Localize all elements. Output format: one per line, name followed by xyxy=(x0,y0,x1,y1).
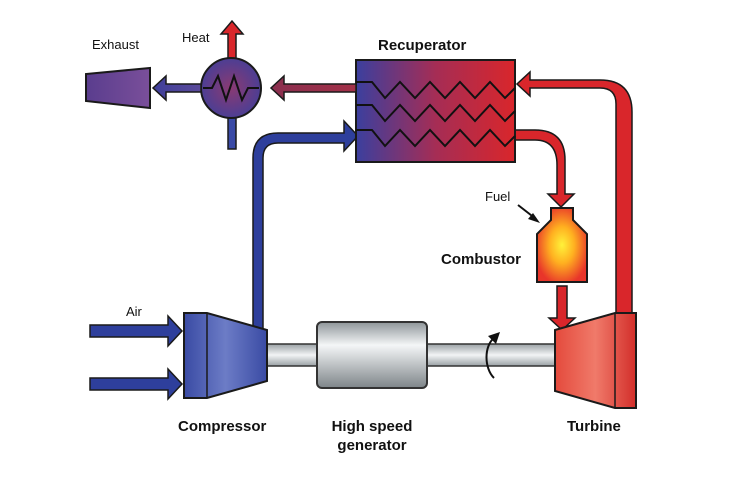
fuel-label: Fuel xyxy=(485,189,510,204)
high-speed-generator xyxy=(316,321,428,389)
heat-to-exhaust-arrow xyxy=(151,74,202,102)
preheated-air-duct xyxy=(514,129,576,209)
rotation-arrowhead xyxy=(488,332,500,344)
turbine-label: Turbine xyxy=(567,418,621,435)
combustor-label: Combustor xyxy=(441,251,521,268)
combustor-to-turbine-arrow xyxy=(547,285,577,332)
water-inlet-stem xyxy=(227,116,237,150)
turbine xyxy=(554,312,637,409)
heat-label: Heat xyxy=(182,30,210,45)
recuperator-coils xyxy=(356,80,516,148)
recuperator-to-heat-arrow xyxy=(269,74,357,102)
air-inlet-arrow-top xyxy=(89,314,184,348)
exhaust-label: Exhaust xyxy=(92,37,139,52)
turbine-exhaust-duct xyxy=(515,70,633,323)
heat-out-arrow xyxy=(219,19,245,60)
generator-label-line2: generator xyxy=(337,437,406,454)
combustor xyxy=(536,207,588,283)
air-label: Air xyxy=(126,304,143,319)
heat-exchanger-coil xyxy=(203,72,259,104)
compressor xyxy=(183,312,268,399)
rotation-arrow xyxy=(485,337,495,379)
compressed-air-duct xyxy=(252,119,360,331)
air-inlet-arrow-bottom xyxy=(89,367,184,401)
exhaust-nozzle xyxy=(85,66,151,110)
fuel-arrowhead xyxy=(528,213,540,223)
compressor-label: Compressor xyxy=(178,418,267,435)
generator-label-line1: High speed xyxy=(332,418,413,435)
recuperator-label: Recuperator xyxy=(378,37,467,54)
